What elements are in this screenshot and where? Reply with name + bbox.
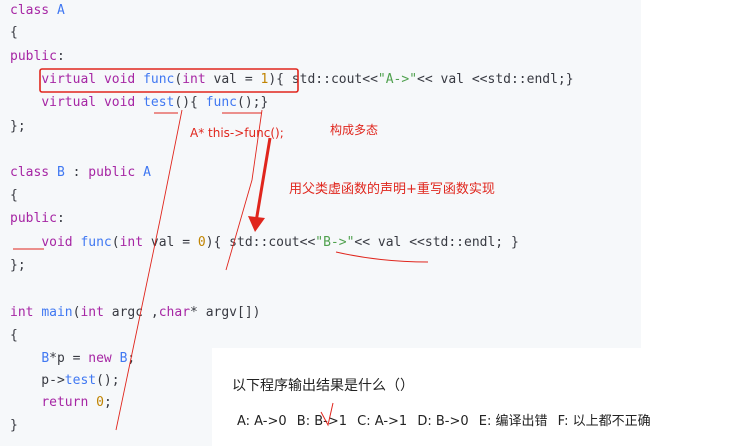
- option-a: A: A->0: [237, 414, 287, 429]
- code-line-12: };: [10, 258, 26, 273]
- option-d: D: B->0: [417, 414, 469, 429]
- annotation-explanation: 用父类虚函数的声明+重写函数实现: [289, 182, 495, 197]
- code-line-5: virtual void test(){ func();}: [41, 95, 269, 110]
- option-f: F: 以上都不正确: [557, 414, 651, 429]
- code-line-10: public:: [10, 211, 65, 226]
- option-c: C: A->1: [357, 414, 408, 429]
- code-line-6: };: [10, 119, 26, 134]
- code-line-16: B*p = new B;: [41, 351, 136, 366]
- annotation-this-func: A* this->func();: [190, 126, 284, 140]
- code-line-2: {: [10, 25, 18, 40]
- annotation-polymorphism: 构成多态: [330, 123, 379, 137]
- question-options: A: A->0 B: B->1 C: A->1 D: B->0 E: 编译出错 …: [237, 410, 657, 429]
- question-panel: 以下程序输出结果是什么（） A: A->0 B: B->1 C: A->1 D:…: [212, 348, 733, 446]
- code-line-15: {: [10, 328, 18, 343]
- code-line-11: void func(int val = 0){ std::cout<<"B->"…: [41, 235, 519, 250]
- option-b: B: B->1: [296, 414, 347, 429]
- code-line-17: p->test();: [10, 373, 120, 388]
- option-e: E: 编译出错: [478, 414, 548, 429]
- code-line-9: {: [10, 188, 18, 203]
- question-title: 以下程序输出结果是什么（）: [232, 378, 414, 394]
- code-line-4: virtual void func(int val = 1){ std::cou…: [41, 72, 574, 87]
- code-line-18: return 0;: [41, 395, 112, 410]
- code-line-14: int main(int argc ,char* argv[]): [10, 305, 261, 320]
- code-line-19: }: [10, 418, 18, 433]
- code-line-3: public:: [10, 49, 65, 64]
- code-line-8: class B : public A: [10, 165, 151, 180]
- code-line-1: class A: [10, 3, 65, 18]
